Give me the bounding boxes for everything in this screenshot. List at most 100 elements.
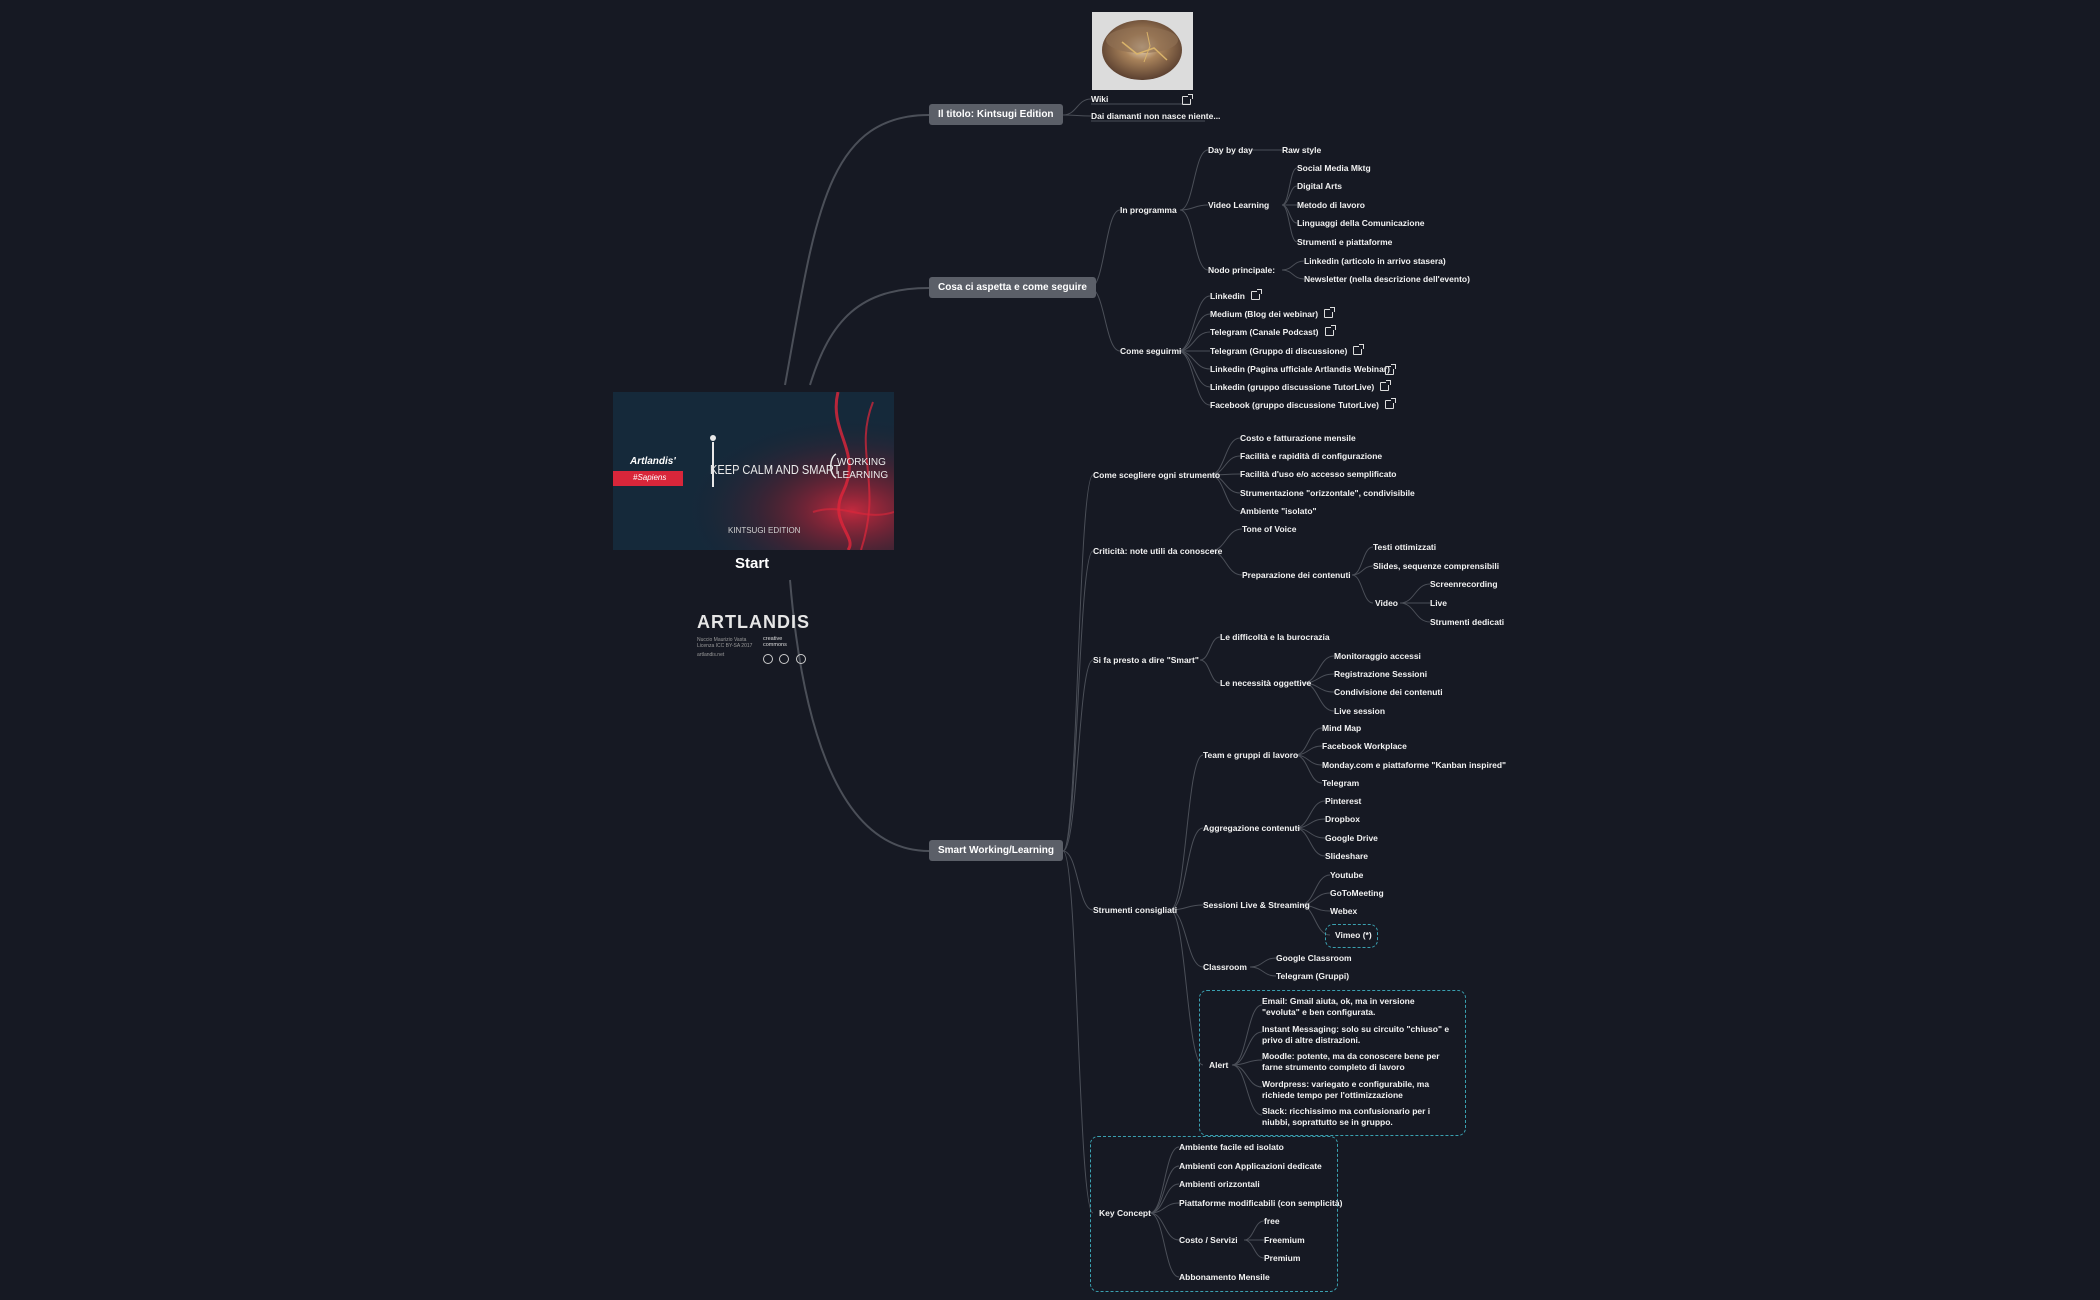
topic-il-titolo[interactable]: Il titolo: Kintsugi Edition bbox=[929, 104, 1063, 125]
link-facebook-gruppo[interactable]: Facebook (gruppo discussione TutorLive) bbox=[1210, 398, 1396, 411]
link-linkedin-pagina[interactable]: Linkedin (Pagina ufficiale Artlandis Web… bbox=[1210, 364, 1396, 375]
key-item[interactable]: Abbonamento Mensile bbox=[1179, 1272, 1270, 1282]
topic-nodo-principale[interactable]: Nodo principale: bbox=[1208, 265, 1276, 275]
link-linkedin[interactable]: Linkedin bbox=[1210, 289, 1262, 302]
topic-slides[interactable]: Slides, sequenze comprensibili bbox=[1373, 561, 1500, 571]
necessita-item[interactable]: Registrazione Sessioni bbox=[1334, 669, 1428, 679]
scegliere-item[interactable]: Costo e fatturazione mensile bbox=[1240, 433, 1356, 443]
classroom-item[interactable]: Telegram (Gruppi) bbox=[1276, 971, 1350, 981]
team-item[interactable]: Monday.com e piattaforme "Kanban inspire… bbox=[1322, 760, 1507, 770]
topic-costo-servizi[interactable]: Costo / Servizi bbox=[1179, 1235, 1238, 1245]
topic-diamanti[interactable]: Dai diamanti non nasce niente... bbox=[1091, 111, 1221, 121]
vl-item[interactable]: Social Media Mktg bbox=[1297, 163, 1371, 173]
classroom-item[interactable]: Google Classroom bbox=[1276, 953, 1352, 963]
link-wiki[interactable]: Wiki bbox=[1091, 94, 1193, 105]
topic-testi[interactable]: Testi ottimizzati bbox=[1373, 542, 1437, 552]
sessioni-item[interactable]: Vimeo (*) bbox=[1335, 930, 1372, 940]
topic-necessita[interactable]: Le necessità oggettive bbox=[1220, 678, 1312, 688]
topic-tone-of-voice[interactable]: Tone of Voice bbox=[1242, 524, 1297, 534]
scegliere-item[interactable]: Strumentazione "orizzontale", condivisib… bbox=[1240, 488, 1415, 498]
connector-line bbox=[1209, 437, 1241, 476]
topic-day-by-day[interactable]: Day by day bbox=[1208, 145, 1253, 155]
necessita-item[interactable]: Live session bbox=[1334, 706, 1386, 716]
key-item[interactable]: Piattaforme modificabili (con semplicità… bbox=[1179, 1198, 1343, 1208]
topic-cosa-ci-aspetta[interactable]: Cosa ci aspetta e come seguire bbox=[929, 277, 1096, 298]
central-topic-image[interactable]: Artlandis' #Sapiens KEEP CALM AND SMART … bbox=[613, 392, 894, 550]
vl-item[interactable]: Digital Arts bbox=[1297, 181, 1343, 191]
video-item[interactable]: Strumenti dedicati bbox=[1430, 617, 1505, 627]
aggregazione-item[interactable]: Dropbox bbox=[1325, 814, 1360, 824]
key-item[interactable]: Ambienti con Applicazioni dedicate bbox=[1179, 1161, 1322, 1171]
team-item[interactable]: Telegram bbox=[1322, 778, 1360, 788]
topic-sessioni-live[interactable]: Sessioni Live & Streaming bbox=[1203, 900, 1310, 910]
external-link-icon[interactable] bbox=[1324, 307, 1336, 318]
scegliere-item[interactable]: Facilità d'uso e/o accesso semplificato bbox=[1240, 469, 1397, 479]
external-link-icon[interactable] bbox=[1380, 380, 1392, 391]
connector-line bbox=[1149, 1183, 1180, 1214]
alert-item[interactable]: Wordpress: variegato e configurabile, ma… bbox=[1262, 1079, 1430, 1100]
vl-item[interactable]: Linguaggi della Comunicazione bbox=[1297, 218, 1425, 228]
sessioni-item[interactable]: Youtube bbox=[1330, 870, 1364, 880]
nodo-item[interactable]: Linkedin (articolo in arrivo stasera) bbox=[1304, 256, 1446, 266]
aggregazione-item[interactable]: Pinterest bbox=[1325, 796, 1362, 806]
topic-smart-working[interactable]: Smart Working/Learning bbox=[929, 840, 1063, 861]
necessita-item[interactable]: Monitoraggio accessi bbox=[1334, 651, 1421, 661]
external-link-icon[interactable] bbox=[1384, 398, 1396, 409]
topic-classroom[interactable]: Classroom bbox=[1203, 962, 1247, 972]
sessioni-item[interactable]: Webex bbox=[1330, 906, 1358, 916]
team-item[interactable]: Mind Map bbox=[1322, 723, 1362, 733]
wiki-label: Wiki bbox=[1091, 94, 1109, 104]
alert-item[interactable]: Slack: ricchissimo ma confusionario per … bbox=[1262, 1106, 1431, 1127]
connector-line bbox=[784, 114, 930, 386]
topic-team[interactable]: Team e gruppi di lavoro bbox=[1203, 750, 1299, 760]
key-item[interactable]: Ambiente facile ed isolato bbox=[1179, 1142, 1284, 1152]
kintsugi-bowl-image[interactable] bbox=[1092, 12, 1193, 90]
external-link-icon[interactable] bbox=[1250, 289, 1262, 300]
topic-preparazione[interactable]: Preparazione dei contenuti bbox=[1242, 570, 1351, 580]
costo-item[interactable]: Freemium bbox=[1264, 1235, 1305, 1245]
alert-item[interactable]: Moodle: potente, ma da conoscere bene pe… bbox=[1262, 1051, 1440, 1072]
topic-come-scegliere[interactable]: Come scegliere ogni strumento bbox=[1093, 470, 1221, 480]
topic-raw-style[interactable]: Raw style bbox=[1282, 145, 1322, 155]
topic-come-seguirmi[interactable]: Come seguirmi bbox=[1120, 346, 1182, 356]
external-link-icon[interactable] bbox=[1324, 325, 1336, 336]
central-topic-label[interactable]: Start bbox=[735, 555, 770, 572]
external-link-icon[interactable] bbox=[1385, 364, 1396, 375]
topic-strumenti-consigliati[interactable]: Strumenti consigliati bbox=[1093, 905, 1178, 915]
alert-item[interactable]: Email: Gmail aiuta, ok, ma in versione "… bbox=[1262, 996, 1415, 1017]
aggregazione-item[interactable]: Slideshare bbox=[1325, 851, 1368, 861]
team-item[interactable]: Facebook Workplace bbox=[1322, 741, 1407, 751]
topic-aggregazione[interactable]: Aggregazione contenuti bbox=[1203, 823, 1300, 833]
topic-alert[interactable]: Alert bbox=[1209, 1060, 1229, 1070]
key-item[interactable]: Ambienti orizzontali bbox=[1179, 1179, 1260, 1189]
sessioni-item[interactable]: GoToMeeting bbox=[1330, 888, 1384, 898]
video-item[interactable]: Screenrecording bbox=[1430, 579, 1498, 589]
external-link-icon[interactable] bbox=[1182, 94, 1193, 105]
link-medium[interactable]: Medium (Blog dei webinar) bbox=[1210, 307, 1336, 320]
alert-item[interactable]: Instant Messaging: solo su circuito "chi… bbox=[1262, 1024, 1450, 1045]
nodo-item[interactable]: Newsletter (nella descrizione dell'event… bbox=[1304, 274, 1470, 284]
topic-video[interactable]: Video bbox=[1375, 598, 1398, 608]
costo-item[interactable]: free bbox=[1264, 1216, 1280, 1226]
connector-line bbox=[1281, 204, 1298, 224]
connector-line bbox=[1302, 682, 1335, 712]
vl-item[interactable]: Metodo di lavoro bbox=[1297, 200, 1365, 210]
topic-in-programma[interactable]: In programma bbox=[1120, 205, 1177, 215]
topic-criticita[interactable]: Criticità: note utili da conoscere bbox=[1093, 546, 1223, 556]
necessita-item[interactable]: Condivisione dei contenuti bbox=[1334, 687, 1443, 697]
topic-key-concept[interactable]: Key Concept bbox=[1099, 1208, 1151, 1218]
topic-difficolta[interactable]: Le difficoltà e la burocrazia bbox=[1220, 632, 1330, 642]
connector-line bbox=[1209, 455, 1241, 476]
link-telegram-canale[interactable]: Telegram (Canale Podcast) bbox=[1210, 325, 1336, 338]
scegliere-item[interactable]: Ambiente "isolato" bbox=[1240, 506, 1317, 516]
costo-item[interactable]: Premium bbox=[1264, 1253, 1301, 1263]
vl-item[interactable]: Strumenti e piattaforme bbox=[1297, 237, 1393, 247]
video-item[interactable]: Live bbox=[1430, 598, 1448, 608]
link-telegram-gruppo[interactable]: Telegram (Gruppo di discussione) bbox=[1210, 344, 1365, 357]
aggregazione-item[interactable]: Google Drive bbox=[1325, 833, 1378, 843]
link-linkedin-gruppo[interactable]: Linkedin (gruppo discussione TutorLive) bbox=[1210, 380, 1392, 393]
topic-si-fa-presto[interactable]: Si fa presto a dire "Smart" bbox=[1093, 655, 1199, 665]
external-link-icon[interactable] bbox=[1353, 344, 1365, 355]
scegliere-item[interactable]: Facilità e rapidità di configurazione bbox=[1240, 451, 1383, 461]
topic-video-learning[interactable]: Video Learning bbox=[1208, 200, 1270, 210]
